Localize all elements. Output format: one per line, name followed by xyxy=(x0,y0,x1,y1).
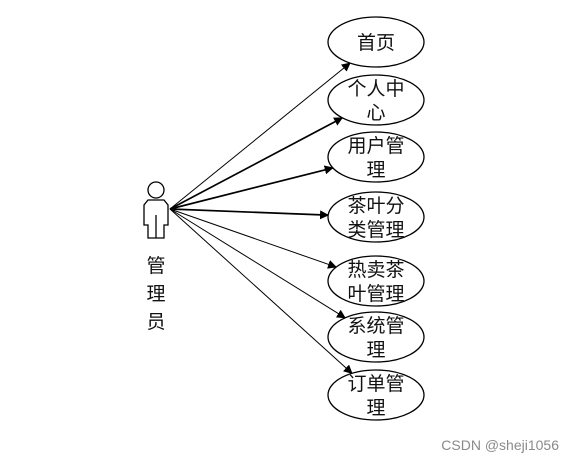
use-case-ellipse xyxy=(327,311,425,363)
use-case-label: 理 xyxy=(366,397,385,419)
actor-label-char: 理 xyxy=(146,283,166,305)
use-case-label: 理 xyxy=(366,159,385,181)
use-case-label: 心 xyxy=(366,102,385,124)
use-case-label: 首页 xyxy=(357,32,395,54)
use-case-label: 热卖茶 xyxy=(347,259,404,281)
watermark: CSDN @sheji1056 xyxy=(441,437,559,453)
association-arrow xyxy=(169,208,337,269)
use-case-label: 茶叶分 xyxy=(347,195,404,217)
actor-figure xyxy=(143,181,169,239)
use-case-label: 类管理 xyxy=(347,219,404,241)
association-arrow xyxy=(169,165,334,210)
use-case-ellipse xyxy=(327,131,425,183)
use-case-label: 系统管 xyxy=(347,315,404,337)
use-case-ellipse xyxy=(327,255,425,307)
use-case-label: 订单管 xyxy=(347,373,404,395)
actor-label-char: 员 xyxy=(146,311,166,333)
use-case-ellipse xyxy=(327,16,425,68)
use-case-label: 理 xyxy=(366,339,385,361)
use-case-label: 个人中 xyxy=(347,78,404,100)
actor-label: 管 理 员 xyxy=(144,252,168,336)
use-case-ellipse xyxy=(327,74,425,126)
use-case-ellipse xyxy=(327,191,425,243)
association-arrow xyxy=(169,208,346,319)
use-case-ellipse xyxy=(327,369,425,421)
use-case-label: 叶管理 xyxy=(347,283,404,305)
use-case-label: 用户管 xyxy=(347,135,404,157)
association-arrow xyxy=(169,117,344,210)
association-arrow xyxy=(169,208,330,220)
association-arrow xyxy=(169,62,351,210)
actor-label-char: 管 xyxy=(146,255,166,277)
association-arrow xyxy=(169,208,353,374)
association-lines xyxy=(169,62,353,374)
